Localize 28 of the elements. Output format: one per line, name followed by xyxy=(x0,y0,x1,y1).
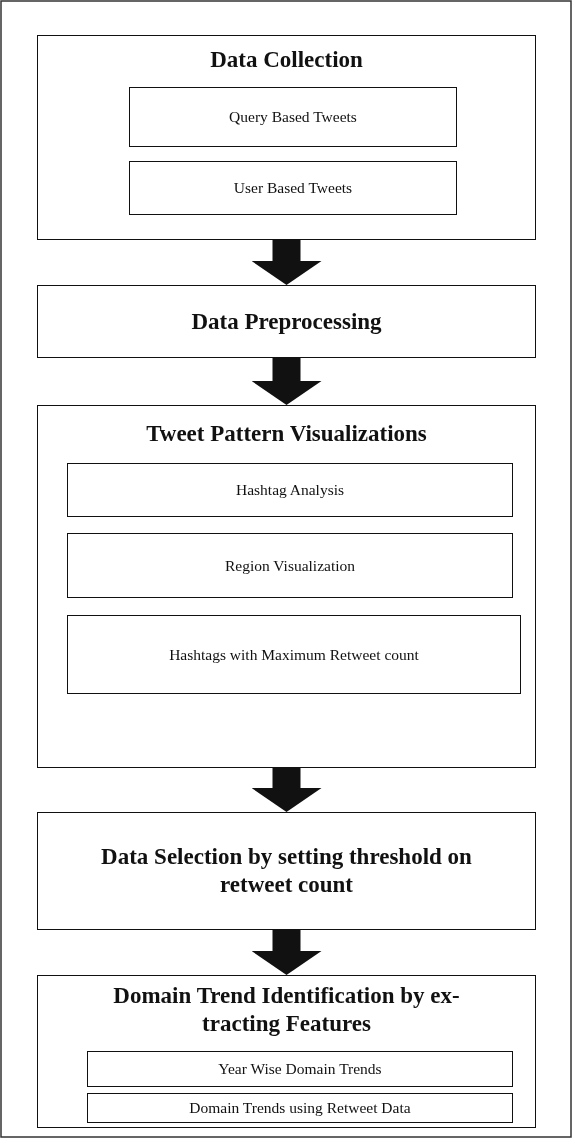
step-label: Domain Trends using Retweet Data xyxy=(188,1099,412,1117)
step-label: Hashtags with Maximum Retweet count xyxy=(168,645,420,664)
block-arrow xyxy=(251,768,322,812)
process-box xyxy=(67,463,513,517)
stage-title: Data Collection xyxy=(209,46,364,74)
process-box xyxy=(87,1093,513,1123)
step-label: Region Visualization xyxy=(223,556,357,575)
stage-title: Tweet Pattern Visualizations xyxy=(145,420,428,448)
block-arrow xyxy=(251,358,322,405)
group-box xyxy=(37,405,536,768)
process-box xyxy=(129,161,457,215)
process-box xyxy=(37,812,536,930)
step-label: User Based Tweets xyxy=(232,179,354,197)
process-box xyxy=(67,615,521,694)
block-arrow xyxy=(251,240,322,285)
step-label: Hashtag Analysis xyxy=(234,481,346,499)
block-arrow xyxy=(251,930,322,975)
stage-title: Data Selection by setting threshold on retweet count xyxy=(100,843,473,899)
stage-title: Domain Trend Identification by ex- tracting Features xyxy=(112,982,461,1038)
group-box xyxy=(37,35,536,240)
step-label: Year Wise Domain Trends xyxy=(217,1060,383,1078)
process-box xyxy=(129,87,457,147)
group-box xyxy=(37,975,536,1128)
step-label: Query Based Tweets xyxy=(228,108,358,126)
process-box xyxy=(67,533,513,598)
process-box xyxy=(37,285,536,358)
stage-title: Data Preprocessing xyxy=(190,307,383,336)
process-box xyxy=(87,1051,513,1087)
